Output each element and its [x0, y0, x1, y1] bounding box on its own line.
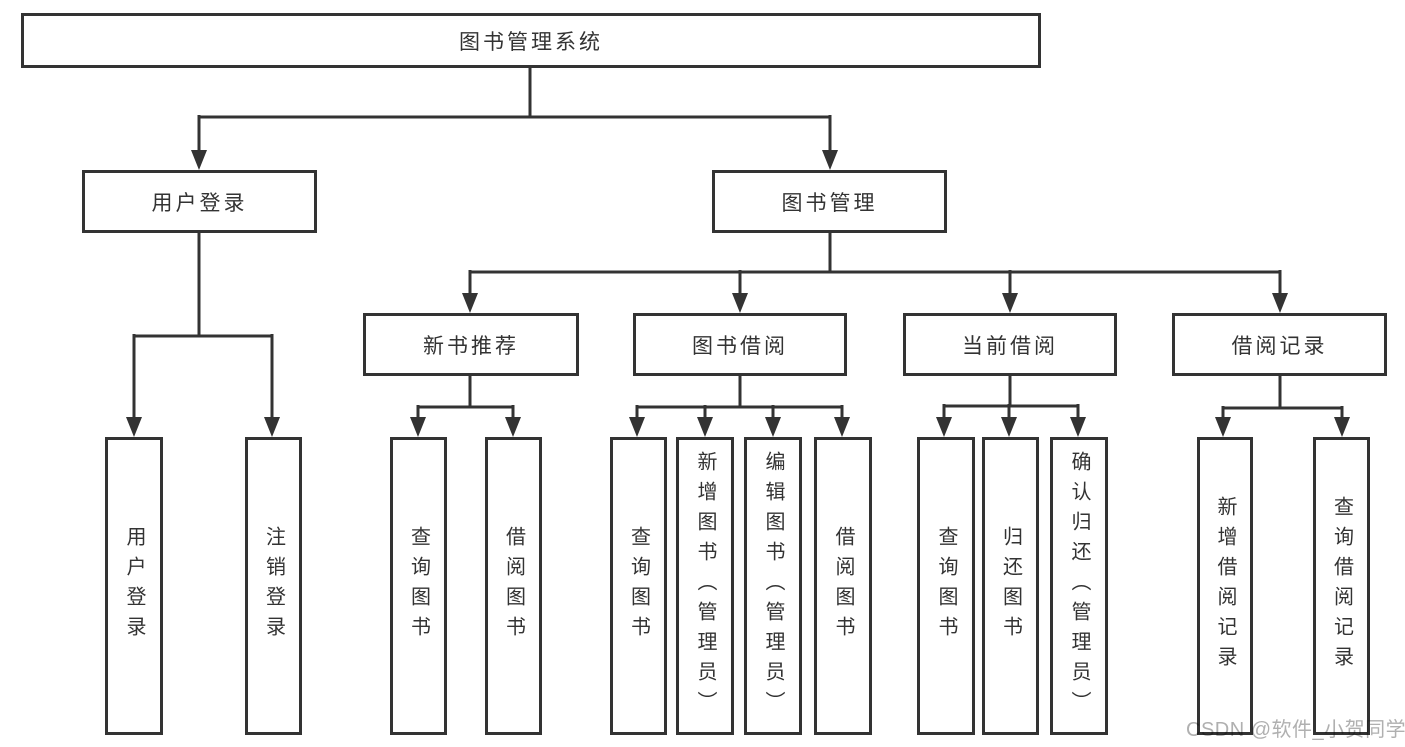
node-user-login-group-label: 用户登录 [151, 191, 248, 215]
arrowhead-icon [505, 417, 521, 437]
node-book-borrowing: 图书借阅 [633, 313, 847, 376]
arrowhead-icon [1070, 417, 1086, 437]
node-user-login-label: 用户登录 [123, 526, 145, 646]
arrowhead-icon [1334, 417, 1350, 437]
arrowhead-icon [697, 417, 713, 437]
arrowhead-icon [732, 293, 748, 313]
user-login-group-connector [126, 233, 280, 437]
node-cb-return-books-label: 归还图书 [999, 526, 1022, 646]
current-borrowing-connector [936, 376, 1086, 437]
node-new-book-recommend: 新书推荐 [363, 313, 579, 376]
new-book-recommend-connector [410, 376, 521, 437]
root-to-level2-connector [191, 68, 838, 170]
node-new-book-recommend-label: 新书推荐 [423, 334, 519, 358]
node-logout-label: 注销登录 [262, 526, 285, 646]
arrowhead-icon [936, 417, 952, 437]
node-bb-query-books: 查询图书 [610, 437, 667, 735]
node-br-query-record-label: 查询借阅记录 [1330, 496, 1353, 676]
node-nbr-query-books: 查询图书 [390, 437, 447, 735]
node-current-borrowing-label: 当前借阅 [962, 334, 1058, 358]
node-book-borrowing-label: 图书借阅 [692, 334, 788, 358]
node-current-borrowing: 当前借阅 [903, 313, 1117, 376]
node-nbr-query-books-label: 查询图书 [407, 526, 430, 646]
node-borrowing-records: 借阅记录 [1172, 313, 1387, 376]
node-cb-query-books-label: 查询图书 [935, 526, 957, 646]
node-user-login-group: 用户登录 [82, 170, 317, 233]
arrowhead-icon [126, 417, 142, 437]
node-library-system-label: 图书管理系统 [459, 30, 603, 54]
node-bb-edit-books-admin: 编辑图书（管理员） [744, 437, 802, 735]
arrowhead-icon [1002, 293, 1018, 313]
node-bb-query-books-label: 查询图书 [627, 526, 650, 646]
node-borrowing-records-label: 借阅记录 [1231, 334, 1328, 358]
arrowhead-icon [191, 150, 207, 170]
arrowhead-icon [462, 293, 478, 313]
node-cb-return-books: 归还图书 [982, 437, 1039, 735]
node-br-add-record-label: 新增借阅记录 [1214, 496, 1236, 676]
arrowhead-icon [822, 150, 838, 170]
arrowhead-icon [1001, 417, 1017, 437]
node-br-query-record: 查询借阅记录 [1313, 437, 1370, 735]
node-bb-borrow-books: 借阅图书 [814, 437, 872, 735]
arrowhead-icon [834, 417, 850, 437]
book-management-connector [462, 233, 1288, 313]
node-bb-add-books-admin-label: 新增图书（管理员） [694, 451, 716, 721]
node-book-management: 图书管理 [712, 170, 947, 233]
node-user-login: 用户登录 [105, 437, 163, 735]
node-bb-edit-books-admin-label: 编辑图书（管理员） [762, 451, 784, 721]
node-br-add-record: 新增借阅记录 [1197, 437, 1253, 735]
node-nbr-borrow-books: 借阅图书 [485, 437, 542, 735]
arrowhead-icon [264, 417, 280, 437]
node-bb-add-books-admin: 新增图书（管理员） [676, 437, 734, 735]
node-cb-confirm-return-admin-label: 确认归还（管理员） [1068, 451, 1090, 721]
book-borrowing-connector [629, 376, 850, 437]
arrowhead-icon [765, 417, 781, 437]
arrowhead-icon [1272, 293, 1288, 313]
arrowhead-icon [629, 417, 645, 437]
node-bb-borrow-books-label: 借阅图书 [832, 526, 854, 646]
arrowhead-icon [1215, 417, 1231, 437]
borrowing-records-connector [1215, 376, 1350, 437]
arrowhead-icon [410, 417, 426, 437]
node-cb-query-books: 查询图书 [917, 437, 975, 735]
node-logout: 注销登录 [245, 437, 302, 735]
watermark: CSDN @软件_小贺同学 [1186, 719, 1405, 741]
node-book-management-label: 图书管理 [781, 191, 878, 215]
node-cb-confirm-return-admin: 确认归还（管理员） [1050, 437, 1108, 735]
node-nbr-borrow-books-label: 借阅图书 [502, 526, 525, 646]
node-library-system: 图书管理系统 [21, 13, 1041, 68]
